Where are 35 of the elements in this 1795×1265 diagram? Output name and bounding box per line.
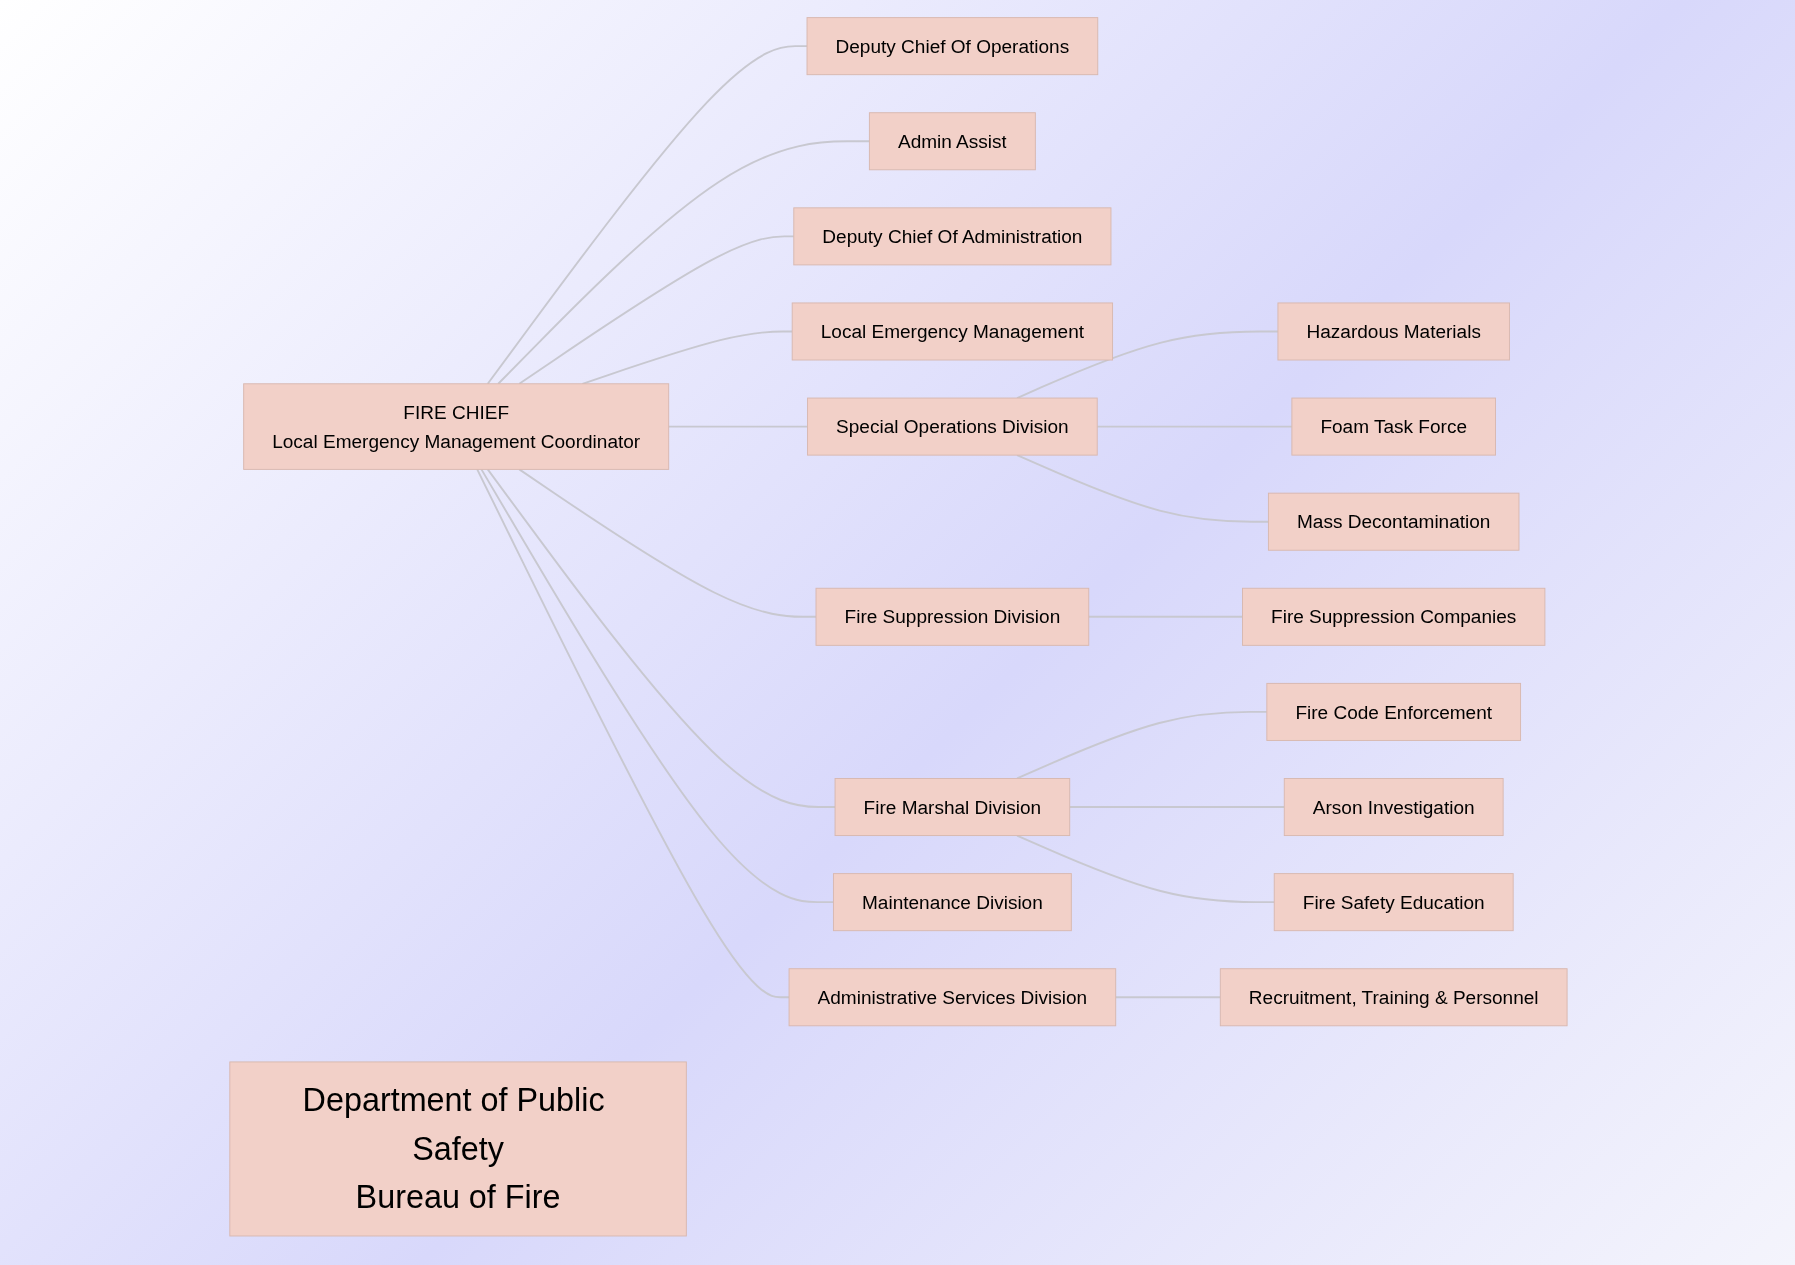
connector <box>486 468 836 808</box>
connector <box>667 425 809 428</box>
node-box: Hazardous Materials <box>1277 302 1510 361</box>
connector <box>1016 330 1279 399</box>
node-box: Local Emergency Management <box>791 302 1114 361</box>
connector <box>476 468 791 999</box>
connector <box>1016 710 1268 780</box>
node-box: Maintenance Division <box>832 873 1072 932</box>
node-box: Arson Investigation <box>1283 778 1504 837</box>
node-box: Admin Assist <box>868 112 1036 171</box>
node-box: Deputy Chief Of Operations <box>806 17 1099 76</box>
node-box: Administrative Services Division <box>788 968 1117 1027</box>
connector <box>1087 615 1244 618</box>
connector <box>480 468 835 904</box>
node-box: Department of Public Safety Bureau of Fire <box>229 1061 687 1237</box>
connector <box>1096 425 1293 428</box>
node-box: Fire Safety Education <box>1273 873 1514 932</box>
connector <box>1016 834 1276 904</box>
node-box: FIRE CHIEF Local Emergency Management Coordinator <box>243 383 670 470</box>
connector <box>1068 806 1286 808</box>
node-box: Fire Code Enforcement <box>1266 682 1522 741</box>
node-box: Fire Suppression Division <box>815 587 1090 646</box>
node-box: Special Operations Division <box>807 397 1098 456</box>
node-box: Fire Suppression Companies <box>1242 587 1546 646</box>
connector <box>1016 454 1270 523</box>
node-box: Fire Marshal Division <box>834 778 1071 837</box>
node-box: Foam Task Force <box>1291 397 1496 456</box>
connector <box>518 468 817 618</box>
node-box: Deputy Chief Of Administration <box>793 207 1112 266</box>
connector <box>1114 996 1222 999</box>
connector <box>497 140 871 385</box>
node-box: Recruitment, Training & Personnel <box>1219 968 1568 1027</box>
connector <box>518 235 795 385</box>
node-box: Mass Decontamination <box>1267 492 1520 551</box>
connector <box>486 45 808 385</box>
